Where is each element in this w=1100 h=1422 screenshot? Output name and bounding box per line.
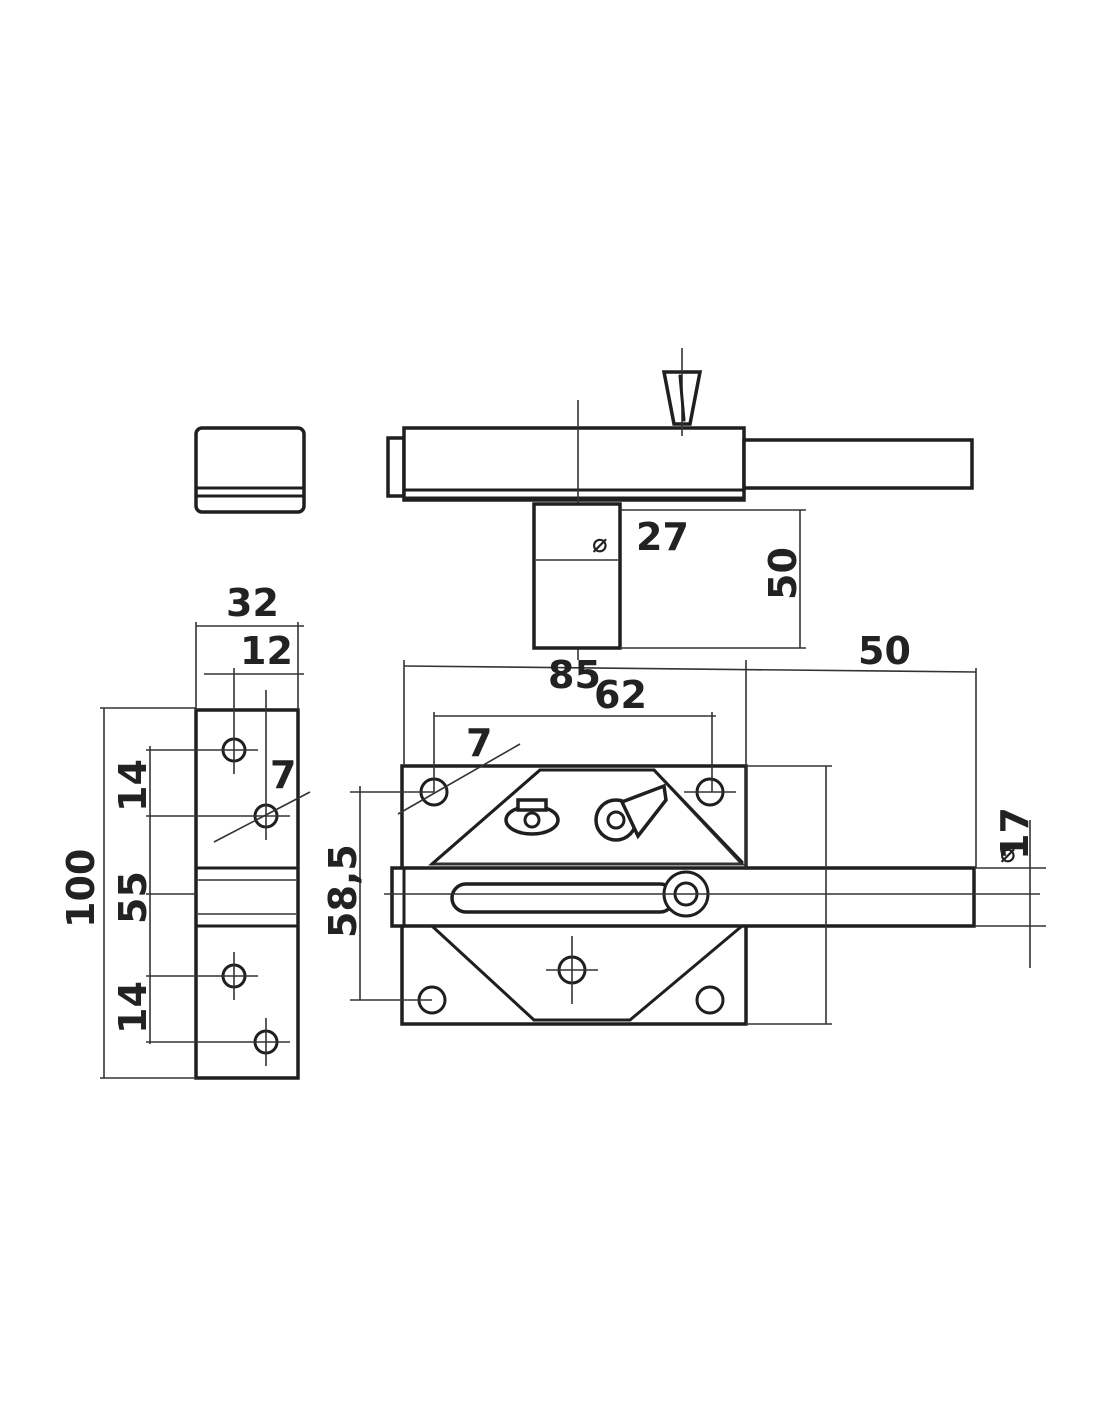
keeper-front-view	[194, 690, 311, 1080]
top-view-dimensions: 27 50	[620, 509, 806, 649]
dim-27: 27	[636, 515, 689, 559]
dim-58-5: 58,5	[321, 844, 365, 938]
lock-body-front-view	[384, 764, 1040, 1026]
dim-7-body: 7	[466, 721, 492, 765]
dim-14-lower: 14	[111, 981, 155, 1034]
dim-17: 17	[993, 807, 1037, 860]
keeper-top-view	[194, 426, 306, 514]
dim-85: 85	[548, 653, 601, 697]
dim-12: 12	[240, 629, 293, 673]
dim-14-upper: 14	[111, 759, 155, 812]
dim-55: 55	[111, 871, 155, 924]
bolt-top-view: ⌀	[386, 348, 974, 660]
dim-62: 62	[594, 673, 647, 717]
dim-50-vertical: 50	[761, 547, 805, 600]
keeper-dimensions: 32 12 7 100 14 55 14	[59, 581, 304, 1079]
dim-32: 32	[226, 581, 279, 625]
dim-100: 100	[59, 849, 103, 928]
svg-text:⌀: ⌀	[592, 529, 608, 559]
dim-50-projection: 50	[858, 629, 911, 673]
svg-text:⌀: ⌀	[1000, 839, 1016, 869]
body-dimensions: 85 50 62 7 58,5 17 ⌀	[321, 629, 1046, 1025]
body-hole	[695, 985, 725, 1015]
dim-7-keeper: 7	[270, 753, 296, 797]
